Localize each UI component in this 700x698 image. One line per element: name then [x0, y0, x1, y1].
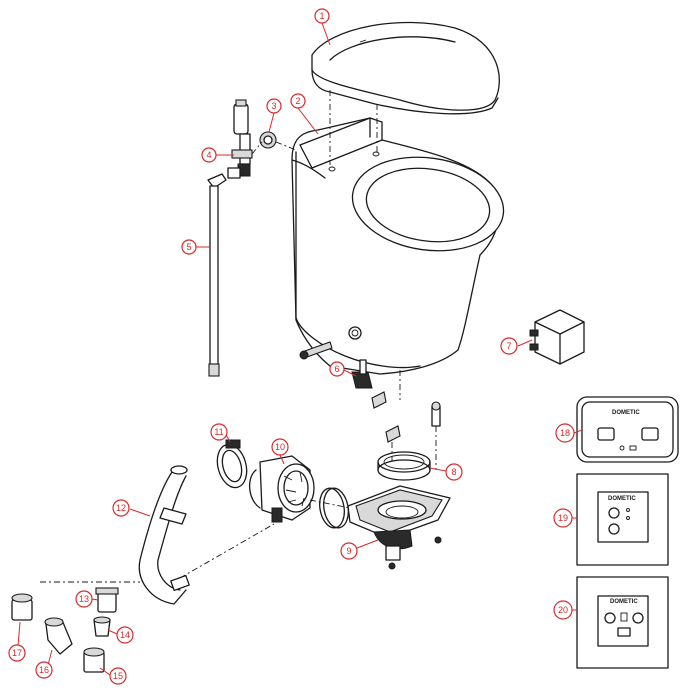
callout-6-label: 6: [334, 364, 339, 374]
callout-8: 8: [445, 463, 463, 481]
hose-adapter-15: [83, 647, 105, 673]
callout-16: 16: [35, 661, 53, 679]
callout-14-label: 14: [120, 630, 130, 640]
callout-19-label: 19: [558, 513, 568, 523]
hose-clamp: [216, 439, 248, 489]
callout-3-label: 3: [271, 101, 276, 111]
callout-7: 7: [500, 337, 518, 355]
callout-1: 1: [314, 8, 330, 24]
callout-11: 11: [210, 423, 228, 441]
panel-20-brand: DOMETIC: [610, 599, 638, 605]
callout-18: 18: [555, 423, 575, 443]
callout-2-label: 2: [295, 96, 300, 106]
callout-6: 6: [329, 361, 345, 377]
callout-9: 9: [340, 542, 358, 560]
macerator-pump: [249, 455, 315, 523]
callout-14: 14: [116, 626, 134, 644]
floor-flange: [347, 485, 451, 570]
hose-adapter-14: [93, 616, 111, 637]
panel-18-brand: DOMETIC: [612, 410, 640, 416]
callout-13: 13: [75, 590, 93, 608]
panel-19-brand: DOMETIC: [608, 496, 636, 502]
toilet-lid: [311, 21, 500, 115]
toilet-bowl: [291, 117, 505, 375]
callout-10: 10: [271, 438, 289, 456]
control-module: [529, 309, 585, 365]
callout-15-label: 15: [113, 671, 123, 681]
elbow-fitting-16: [44, 617, 73, 655]
callout-8-label: 8: [451, 467, 456, 477]
water-valve: [227, 99, 263, 179]
discharge-hose: [138, 465, 190, 605]
callout-4: 4: [201, 147, 217, 163]
callout-3: 3: [266, 98, 282, 114]
callout-20-label: 20: [558, 605, 568, 615]
callout-1-label: 1: [319, 11, 324, 21]
callout-18-label: 18: [560, 428, 570, 438]
hose-adapter-17: [11, 593, 33, 621]
callout-16-label: 16: [39, 665, 49, 675]
callout-9-label: 9: [346, 546, 351, 556]
callout-10-label: 10: [275, 442, 285, 452]
callout-5-label: 5: [186, 242, 191, 252]
callout-13-label: 13: [79, 594, 89, 604]
callout-2: 2: [290, 93, 306, 109]
callout-20: 20: [553, 600, 573, 620]
leader-lines: [17, 22, 583, 676]
callout-4-label: 4: [206, 150, 211, 160]
callout-19: 19: [553, 508, 573, 528]
callout-12: 12: [112, 499, 130, 517]
callout-17: 17: [8, 644, 26, 662]
callout-12-label: 12: [116, 503, 126, 513]
callout-7-label: 7: [506, 341, 511, 351]
mounting-bracket: [299, 341, 441, 470]
pump-gasket: [309, 487, 351, 529]
callout-15: 15: [109, 667, 127, 685]
water-hose: [207, 173, 227, 377]
callout-17-label: 17: [12, 648, 22, 658]
water-inlet-fitting: [259, 131, 297, 151]
callout-5: 5: [181, 239, 197, 255]
hose-adapter-13: [95, 587, 119, 613]
control-panel-19: DOMETIC: [576, 473, 669, 566]
control-panel-18: DOMETIC: [576, 396, 679, 463]
control-panel-20: DOMETIC: [576, 576, 669, 669]
seal-ring: [377, 451, 431, 481]
callout-11-label: 11: [214, 427, 223, 437]
